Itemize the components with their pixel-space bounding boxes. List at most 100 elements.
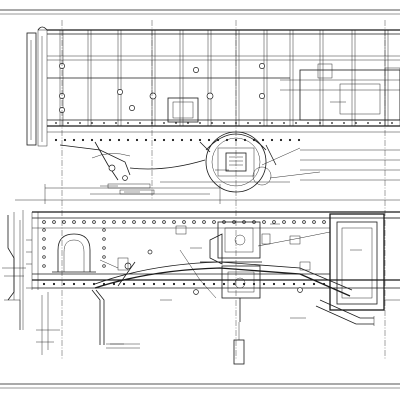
rivet <box>67 122 69 124</box>
rivet <box>223 122 225 124</box>
rivet <box>162 282 166 286</box>
rivet <box>331 122 333 124</box>
rivet <box>343 122 345 124</box>
car-body-box <box>149 92 214 123</box>
rivet <box>54 138 58 142</box>
dimension-lines-upper <box>15 181 400 204</box>
rivet <box>232 282 236 286</box>
rivet <box>272 282 276 286</box>
rivet <box>279 138 283 142</box>
rivet <box>312 282 316 286</box>
rivet <box>302 282 306 286</box>
rivet <box>91 122 93 124</box>
rivet <box>112 282 116 286</box>
rivet <box>162 138 166 142</box>
rivet <box>288 138 292 142</box>
rivet <box>292 282 296 286</box>
rivet <box>295 122 297 124</box>
rivet <box>271 122 273 124</box>
rivet <box>102 220 106 224</box>
body-top-rail <box>47 29 400 133</box>
rivet <box>42 228 46 232</box>
coupler-pocket <box>52 233 96 273</box>
rivet <box>63 138 67 142</box>
rivet <box>171 138 175 142</box>
bolt-hole <box>193 67 199 73</box>
dimension-lines-lower-left <box>36 292 140 355</box>
rivet <box>42 264 46 268</box>
rivet <box>139 122 141 124</box>
rivet <box>82 282 86 286</box>
rivet <box>62 220 66 224</box>
left-end-profile <box>2 210 26 330</box>
rivet <box>162 220 166 224</box>
rivet <box>52 282 56 286</box>
rivet <box>153 138 157 142</box>
sheet-border <box>0 9 400 389</box>
bolt-hole <box>259 63 265 69</box>
rivet <box>62 282 66 286</box>
rivet <box>355 122 357 124</box>
rivet <box>79 122 81 124</box>
rivet <box>182 282 186 286</box>
rivet <box>126 138 130 142</box>
rivet <box>212 220 216 224</box>
rivet-row-lower <box>42 220 326 286</box>
rivet <box>379 122 381 124</box>
rivet <box>199 122 201 124</box>
rivet <box>52 220 56 224</box>
rivet <box>192 282 196 286</box>
rivet <box>182 220 186 224</box>
rivet <box>180 138 184 142</box>
rivet <box>319 122 321 124</box>
rivet <box>259 122 261 124</box>
rivet <box>172 282 176 286</box>
end-post <box>26 26 48 147</box>
right-end-assembly <box>280 63 400 181</box>
draft-gear-pocket <box>315 213 400 326</box>
rivet <box>132 282 136 286</box>
rivet <box>202 282 206 286</box>
rivet <box>122 220 126 224</box>
rivet <box>42 220 46 224</box>
rivet <box>72 220 76 224</box>
rivet <box>152 282 156 286</box>
rivet <box>282 220 286 224</box>
brake-cylinder-detail <box>205 131 272 193</box>
rivet <box>198 138 202 142</box>
rivet <box>322 220 326 224</box>
rivet <box>102 246 106 250</box>
rivet <box>102 255 106 259</box>
rivet <box>247 122 249 124</box>
rivet <box>42 282 46 286</box>
rivet <box>42 237 46 241</box>
rivet <box>262 282 266 286</box>
rivet <box>127 122 129 124</box>
rivet <box>189 138 193 142</box>
rivet <box>222 282 226 286</box>
rivet <box>55 122 57 124</box>
rivet <box>102 264 106 268</box>
rivet <box>117 138 121 142</box>
rivet <box>283 122 285 124</box>
rivet <box>108 138 112 142</box>
rivet <box>172 220 176 224</box>
rivet <box>307 122 309 124</box>
rivet <box>187 122 189 124</box>
rivet <box>272 220 276 224</box>
rivet <box>132 220 136 224</box>
rivet <box>142 282 146 286</box>
rivet <box>367 122 369 124</box>
bolster-casting <box>200 221 331 365</box>
rivet <box>115 122 117 124</box>
rivet <box>391 122 393 124</box>
small-fittings <box>117 225 311 295</box>
rivet <box>103 122 105 124</box>
rivet <box>211 122 213 124</box>
annotation-marks <box>26 101 362 345</box>
rivet <box>72 282 76 286</box>
rivet <box>152 220 156 224</box>
rivet <box>122 282 126 286</box>
